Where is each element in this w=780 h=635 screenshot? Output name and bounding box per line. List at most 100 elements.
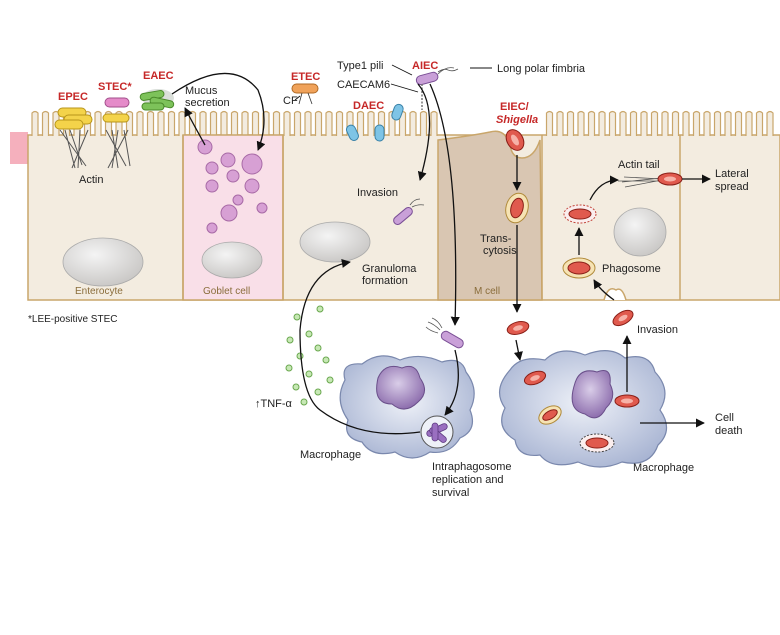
microvillus — [230, 110, 239, 136]
eiec-label: EIEC/ — [500, 101, 529, 113]
caecam6-label: CAECAM6 — [337, 79, 390, 91]
aiec-bacterium-invading — [393, 198, 425, 225]
phagosome-label: Phagosome — [602, 263, 661, 275]
footnote: *LEE-positive STEC — [28, 314, 117, 325]
microvillus — [619, 110, 627, 136]
transcytosis-vacuole — [505, 192, 529, 224]
epec-label: EPEC — [58, 91, 88, 103]
microvillus — [199, 110, 207, 136]
microvillus — [314, 110, 323, 136]
shigella-exiting-mcell — [506, 321, 530, 335]
actin-label: Actin — [79, 174, 103, 186]
cf-label: CF — [283, 95, 298, 107]
aiec-label: AIEC — [412, 60, 438, 72]
goblet-nucleus — [201, 241, 263, 279]
stec-bacteria-lower — [102, 113, 130, 123]
intraphagosome-label-1: Intraphagosome — [432, 461, 512, 473]
invasion-upper-label: Invasion — [357, 187, 398, 199]
stec-bacterium — [104, 97, 130, 108]
eaec-label: EAEC — [143, 70, 174, 82]
long-polar-fimbria-label: Long polar fimbria — [497, 63, 586, 75]
stec-label: STEC* — [98, 81, 132, 93]
actin-tail-label: Actin tail — [618, 159, 660, 171]
microvillus — [356, 110, 365, 136]
microvillus — [94, 110, 102, 136]
intraphagosome-label-2: replication and — [432, 474, 504, 486]
pointer-lines — [294, 64, 492, 101]
microvillus — [734, 110, 743, 136]
microvillus — [692, 110, 701, 136]
microvillus — [703, 110, 711, 136]
intraphagosome-label-3: survival — [432, 487, 469, 499]
enterocyte-nucleus-2 — [299, 221, 371, 263]
microvillus — [598, 110, 606, 136]
microvilli — [31, 110, 774, 136]
microvillus — [587, 110, 596, 136]
microvillus — [325, 110, 333, 136]
microvillus — [241, 110, 249, 136]
microvillus — [136, 110, 144, 136]
eiec-bacterium-entry — [505, 129, 525, 151]
enterocyte-nucleus — [62, 237, 144, 287]
daec-bacteria — [345, 103, 404, 142]
edge-highlight — [10, 132, 28, 164]
enterocyte-label: Enterocyte — [75, 286, 123, 297]
cell-death-label-1: Cell — [715, 412, 734, 424]
etec-bacterium — [291, 83, 319, 105]
microvillus — [671, 110, 680, 136]
mucus-granules — [197, 139, 268, 234]
microvillus — [272, 110, 281, 136]
microvillus — [220, 110, 228, 136]
microvillus — [766, 110, 774, 136]
microvillus — [209, 110, 218, 136]
mucus-label-2: secretion — [185, 97, 230, 109]
invasion-lower-label: Invasion — [637, 324, 678, 336]
microvillus — [724, 110, 732, 136]
microvillus — [556, 110, 564, 136]
epec-bacteria — [54, 107, 93, 130]
macrophage-left — [339, 355, 475, 459]
microvillus — [251, 110, 260, 136]
tnf-alpha-label: ↑TNF-α — [255, 398, 293, 410]
enterocyte-nucleus-3 — [613, 207, 667, 257]
microvillus — [608, 110, 617, 136]
microvillus — [178, 110, 186, 136]
macrophage-left-label: Macrophage — [300, 449, 361, 461]
microvillus — [304, 110, 312, 136]
microvillus — [650, 110, 659, 136]
macrophage-right-label: Macrophage — [633, 462, 694, 474]
type1-pili-label: Type1 pili — [337, 60, 383, 72]
mucus-label-1: Mucus — [185, 85, 218, 97]
shigella-basolateral — [612, 309, 634, 327]
microvillus — [566, 110, 575, 136]
microvillus — [682, 110, 690, 136]
eaec-bacteria — [139, 89, 175, 111]
lateral-spread-label-1: Lateral — [715, 168, 749, 180]
microvillus — [577, 110, 585, 136]
microvillus — [188, 110, 197, 136]
microvillus — [146, 110, 155, 136]
microvillus — [335, 110, 344, 136]
transcytosis-label-2: cytosis — [483, 245, 517, 257]
actin-pedestals — [59, 129, 131, 169]
microvillus — [430, 110, 438, 136]
microvillus — [409, 110, 417, 136]
shigella-label: Shigella — [496, 114, 538, 126]
microvillus — [661, 110, 669, 136]
microvillus — [41, 110, 50, 136]
shigella-intracellular — [562, 172, 683, 279]
aiec-bacterium-surface — [415, 67, 459, 110]
etec-label: ETEC — [291, 71, 320, 83]
macrophage-right — [499, 350, 668, 468]
microvillus — [545, 110, 554, 136]
microvillus — [167, 110, 176, 136]
microvillus — [419, 110, 428, 136]
granuloma-label-2: formation — [362, 275, 408, 287]
microvillus — [283, 110, 291, 136]
microvillus — [640, 110, 648, 136]
transcytosis-label-1: Trans- — [480, 233, 512, 245]
granuloma-label-1: Granuloma — [362, 263, 417, 275]
aiec-bacterium-submucosa — [425, 317, 464, 349]
